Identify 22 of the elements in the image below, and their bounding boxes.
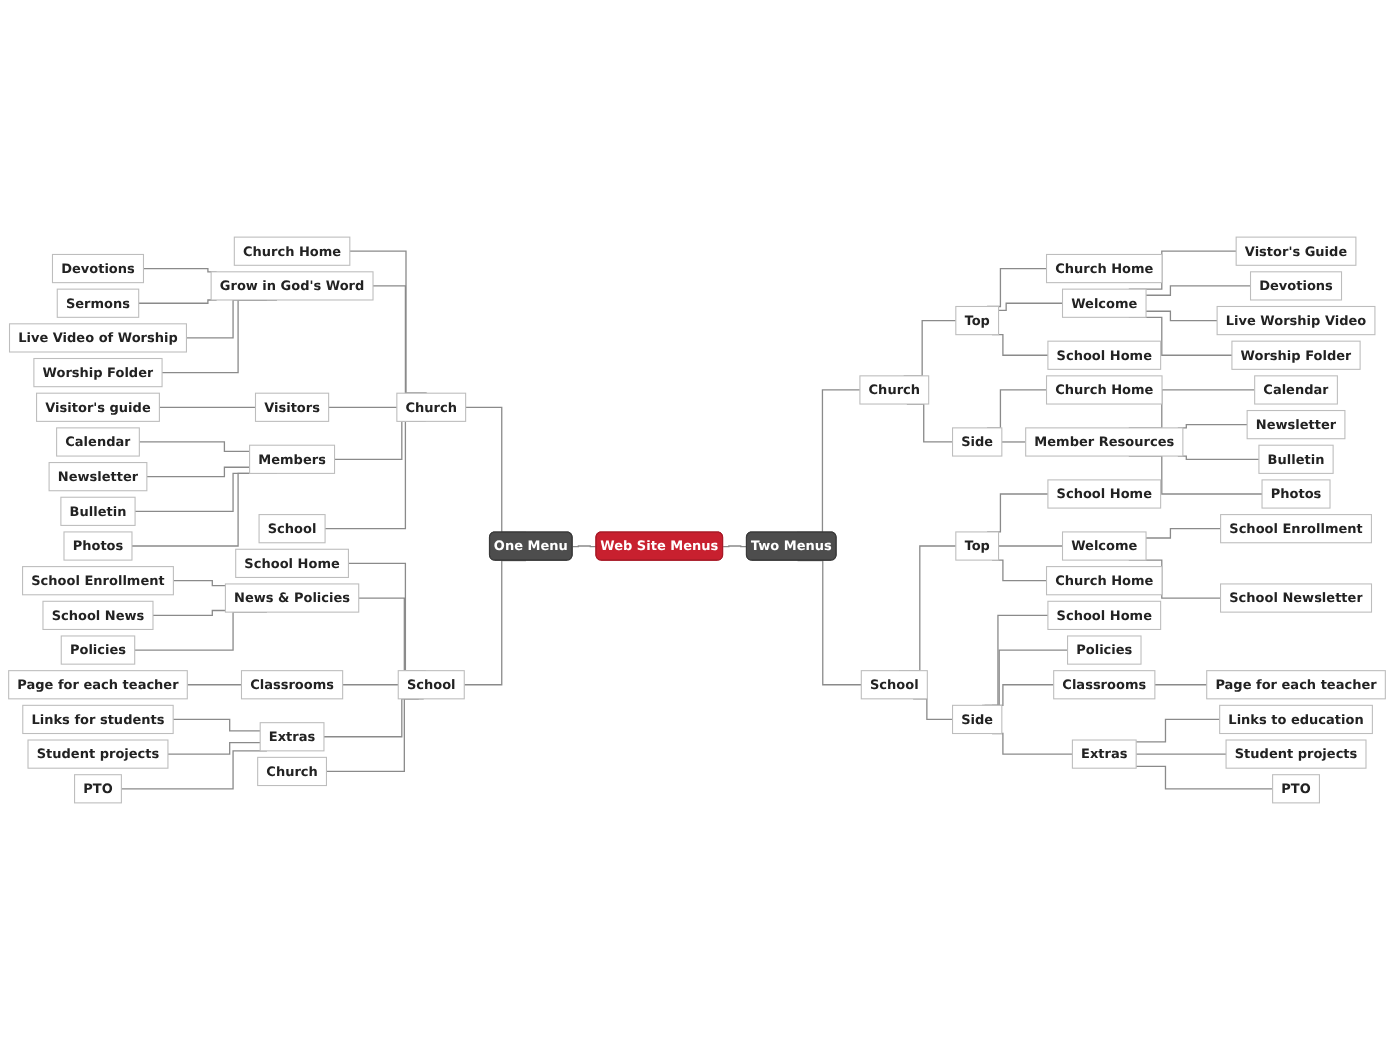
connector <box>1135 718 1221 743</box>
connector <box>146 466 251 478</box>
connector <box>1145 310 1218 322</box>
connector <box>1001 441 1027 443</box>
connector <box>342 684 399 686</box>
connector <box>1135 765 1274 790</box>
connector <box>572 545 598 548</box>
connector <box>1145 285 1252 296</box>
connector <box>152 609 227 617</box>
connector <box>186 684 243 686</box>
connector <box>1145 528 1222 539</box>
connector <box>328 406 398 408</box>
connector <box>158 406 257 408</box>
connector <box>172 718 261 732</box>
connector <box>138 441 251 452</box>
connector <box>1154 684 1208 686</box>
connector <box>1135 753 1227 755</box>
connector <box>172 580 227 587</box>
connector <box>722 545 748 548</box>
connector <box>997 302 1064 312</box>
connector <box>167 742 261 755</box>
connector <box>997 545 1064 547</box>
